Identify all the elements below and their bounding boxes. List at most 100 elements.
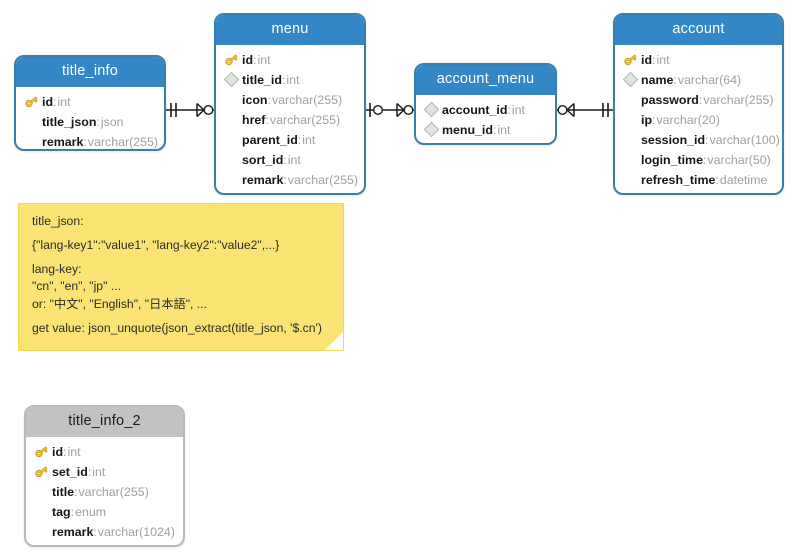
attribute-row[interactable]: session_id:varchar(100)	[622, 130, 780, 150]
attribute-separator: :	[283, 152, 287, 167]
attribute-row[interactable]: ip:varchar(20)	[622, 110, 773, 130]
attribute-row[interactable]: set_id:int	[33, 462, 174, 482]
note-fold-corner	[325, 332, 343, 350]
attribute-type: int	[302, 132, 316, 147]
attribute-separator: :	[652, 112, 656, 127]
attribute-separator: :	[74, 484, 78, 499]
attribute-type: datetime	[719, 172, 768, 187]
attr-spacer	[223, 172, 240, 188]
attribute-row[interactable]: tag:enum	[33, 502, 174, 522]
attribute-type: int	[286, 72, 300, 87]
attribute-row[interactable]: refresh_time:datetime	[622, 170, 773, 190]
attribute-row[interactable]: account_id:int	[423, 100, 546, 120]
attribute-row[interactable]: href:varchar(255)	[223, 110, 355, 130]
attribute-row[interactable]: name:varchar(64)	[622, 70, 773, 90]
attr-spacer	[23, 134, 40, 150]
attribute-type: json	[100, 114, 124, 129]
attribute-type: varchar(50)	[707, 152, 771, 167]
relationship-title_info-menu[interactable]	[166, 102, 214, 118]
attr-spacer	[23, 114, 40, 130]
attribute-row[interactable]: remark:varchar(255)	[223, 170, 359, 190]
attribute-row[interactable]: parent_id:int	[223, 130, 355, 150]
entity-title-title_info: title_info	[16, 57, 164, 87]
attribute-row[interactable]: id:int	[622, 50, 773, 70]
attribute-separator: :	[281, 72, 286, 87]
entity-title-account: account	[615, 15, 782, 45]
attribute-type: int	[497, 122, 511, 137]
attribute-separator: :	[507, 102, 511, 117]
attribute-type: varchar(100)	[709, 132, 780, 147]
attribute-separator: :	[702, 152, 707, 167]
attribute-row[interactable]: menu_id:int	[423, 120, 546, 140]
attribute-name: icon	[242, 92, 268, 107]
attribute-name: remark	[52, 524, 94, 539]
diamond-icon	[622, 71, 639, 88]
diamond-icon	[423, 121, 440, 138]
attribute-separator: :	[705, 132, 709, 147]
attribute-row[interactable]: remark:varchar(255)	[23, 132, 159, 150]
attribute-separator: :	[297, 132, 302, 147]
attribute-separator: :	[83, 134, 87, 149]
attribute-separator: :	[70, 504, 75, 519]
attr-spacer	[622, 132, 639, 148]
attribute-separator: :	[698, 92, 703, 107]
attribute-name: remark	[42, 134, 84, 149]
attribute-separator: :	[87, 464, 92, 479]
attribute-type: varchar(255)	[703, 92, 774, 107]
attribute-row[interactable]: remark:varchar(1024)	[33, 522, 175, 542]
attribute-name: title_json	[42, 114, 97, 129]
attr-spacer	[33, 524, 50, 540]
note-line: or: "中文", "English", "日本語", ...	[32, 297, 207, 312]
attribute-separator: :	[715, 172, 719, 187]
attribute-separator: :	[652, 52, 656, 67]
attribute-type: varchar(1024)	[97, 524, 175, 539]
attribute-row[interactable]: id:int	[223, 50, 355, 70]
note-title_json-note[interactable]: title_json: {"lang-key1":"value1", "lang-…	[18, 203, 344, 351]
entity-title-account_menu: account_menu	[416, 65, 555, 95]
attribute-separator: :	[53, 94, 57, 109]
note-line: title_json:	[32, 214, 84, 228]
attribute-type: varchar(255)	[87, 134, 159, 149]
attribute-separator: :	[265, 112, 269, 127]
attribute-row[interactable]: icon:varchar(255)	[223, 90, 355, 110]
attribute-separator: :	[492, 122, 497, 137]
attribute-name: parent_id	[242, 132, 298, 147]
attribute-row[interactable]: password:varchar(255)	[622, 90, 774, 110]
attribute-row[interactable]: id:int	[33, 442, 174, 462]
attribute-row[interactable]: id:int	[23, 92, 155, 112]
relationship-account_menu-account[interactable]	[557, 102, 613, 118]
attr-spacer	[223, 152, 240, 168]
attr-spacer	[223, 112, 240, 128]
relationship-menu-account_menu[interactable]	[366, 102, 414, 118]
attribute-row[interactable]: title_json:json	[23, 112, 155, 132]
diamond-icon	[223, 71, 240, 88]
attribute-name: menu_id	[442, 122, 493, 137]
note-line: "cn", "en", "jp" ...	[32, 279, 121, 294]
note-line: {"lang-key1":"value1", "lang-key2":"valu…	[32, 237, 280, 252]
attribute-separator: :	[267, 92, 271, 107]
attribute-row[interactable]: sort_id:int	[223, 150, 355, 170]
entity-title-menu: menu	[216, 15, 364, 45]
attribute-row[interactable]: login_time:varchar(50)	[622, 150, 773, 170]
attribute-row[interactable]: title_id:int	[223, 70, 355, 90]
attribute-name: account_id	[442, 102, 508, 117]
attribute-name: title_id	[242, 72, 282, 87]
attr-spacer	[622, 152, 639, 168]
attribute-type: varchar(255)	[271, 92, 343, 107]
attribute-name: id	[242, 52, 254, 67]
attribute-type: int	[257, 52, 271, 67]
attribute-name: title	[52, 484, 75, 499]
attribute-separator: :	[253, 52, 257, 67]
attribute-row[interactable]: title:varchar(255)	[33, 482, 174, 502]
attribute-name: password	[641, 92, 699, 107]
key-icon	[223, 52, 240, 68]
attribute-name: name	[641, 72, 674, 87]
attribute-type: varchar(255)	[287, 172, 359, 187]
